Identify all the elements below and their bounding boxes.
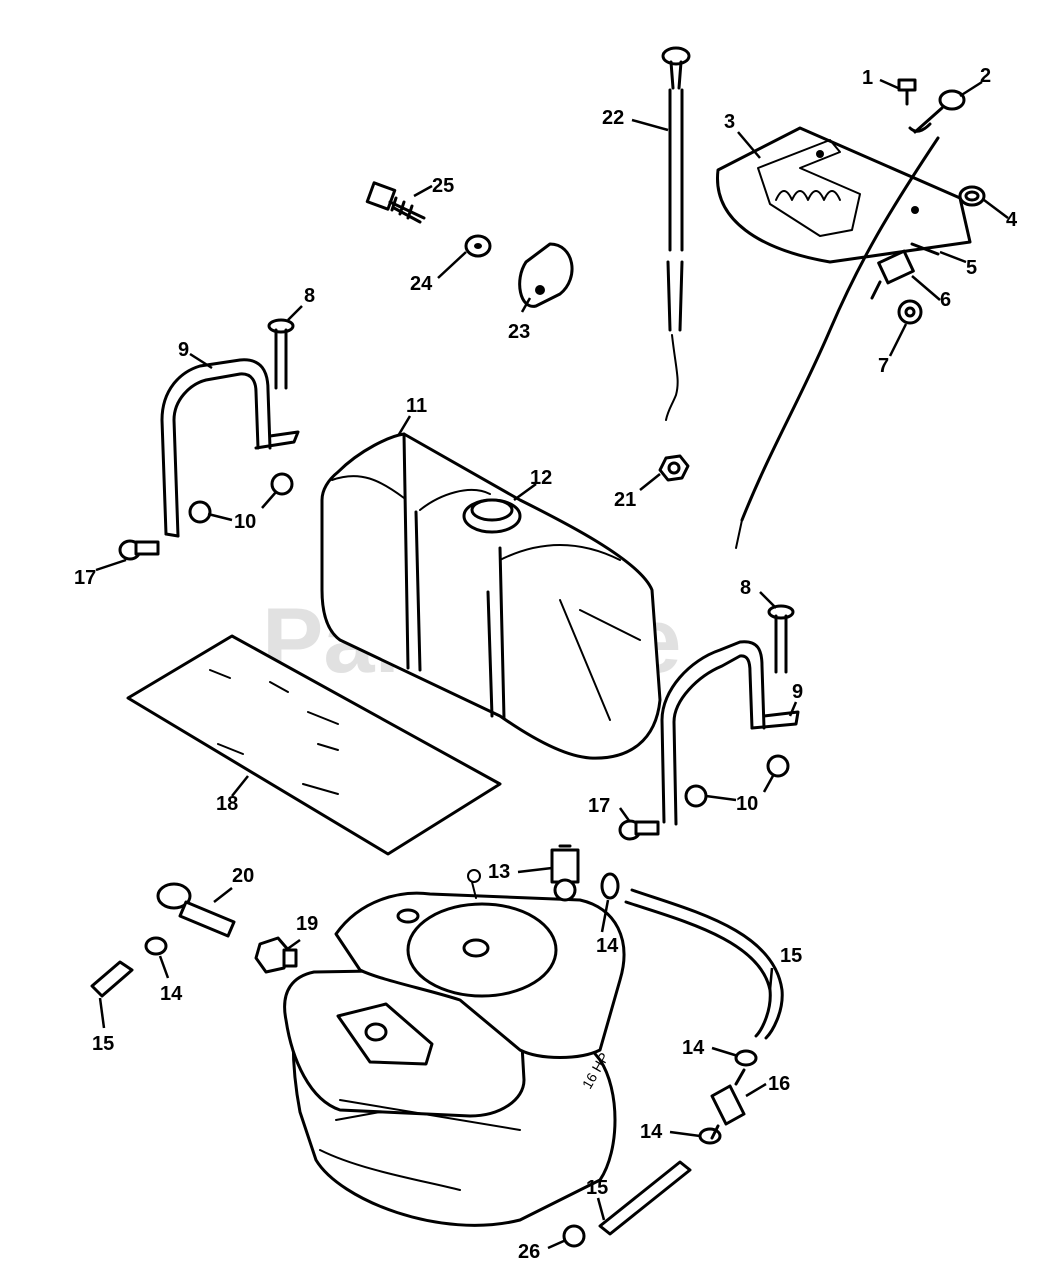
callout-19: 19 xyxy=(296,913,318,935)
throttle-cable xyxy=(735,136,940,549)
part-8-bolt-left xyxy=(267,318,295,390)
part-8-bolt-right xyxy=(767,604,795,674)
callout-3: 3 xyxy=(724,111,735,133)
callout-23: 23 xyxy=(508,321,530,343)
callout-6: 6 xyxy=(940,289,951,311)
callout-12: 12 xyxy=(530,467,552,489)
part-1-screw xyxy=(897,78,917,106)
part-19-plug xyxy=(254,936,298,974)
callout-5: 5 xyxy=(966,257,977,279)
part-9-strap-left xyxy=(160,358,300,538)
leader-lines xyxy=(95,78,1009,1250)
part-5-washer xyxy=(910,242,940,256)
part-17-bolt-left xyxy=(118,539,160,561)
part-17-bolt-right xyxy=(618,819,660,841)
callout-14-mid: 14 xyxy=(682,1037,705,1059)
part-15-fuel-line-right xyxy=(624,900,772,1038)
callout-15-right: 15 xyxy=(780,945,802,967)
callout-4: 4 xyxy=(1006,209,1018,231)
callout-14-top: 14 xyxy=(596,935,619,957)
part-20-fitting xyxy=(156,882,236,938)
callout-14-left: 14 xyxy=(160,983,183,1005)
part-16-fuel-filter xyxy=(710,1068,746,1140)
part-24-washer xyxy=(464,234,492,258)
part-26-nut xyxy=(562,1224,586,1248)
callout-9-right: 9 xyxy=(792,681,803,703)
part-2-clip xyxy=(908,89,966,134)
part-22-filler-tube xyxy=(661,46,691,421)
part-21-nut xyxy=(658,454,690,482)
callout-24: 24 xyxy=(410,273,433,295)
part-25-bolt xyxy=(365,181,426,224)
part-10-nut-left xyxy=(188,472,294,524)
callout-1: 1 xyxy=(862,67,873,89)
callout-26: 26 xyxy=(518,1241,540,1263)
callout-18: 18 xyxy=(216,793,238,815)
part-23-clamp xyxy=(518,242,574,308)
part-14-clamp-left xyxy=(144,936,168,956)
callout-9-left: 9 xyxy=(178,339,189,361)
callout-15-bottom: 15 xyxy=(586,1177,608,1199)
part-4-grommet xyxy=(958,185,986,207)
part-11-fuel-tank xyxy=(320,432,662,760)
callout-21: 21 xyxy=(614,489,636,511)
callout-10-right: 10 xyxy=(736,793,758,815)
callout-14-low: 14 xyxy=(640,1121,663,1143)
callout-17-right: 17 xyxy=(588,795,610,817)
callout-17-left: 17 xyxy=(74,567,96,589)
callout-13: 13 xyxy=(488,861,510,883)
callout-8-left: 8 xyxy=(304,285,315,307)
callout-7: 7 xyxy=(878,355,889,377)
part-6-connector xyxy=(870,249,915,300)
callout-16: 16 xyxy=(768,1073,790,1095)
callout-10-left: 10 xyxy=(234,511,256,533)
callout-11: 11 xyxy=(406,395,427,417)
callout-20: 20 xyxy=(232,865,254,887)
part-14-clamp-top xyxy=(600,872,620,900)
callout-8-right: 8 xyxy=(740,577,751,599)
part-14-clamp-mid xyxy=(734,1049,758,1067)
callout-labels: 1 2 3 4 5 6 7 8 8 9 9 10 10 11 12 13 14 … xyxy=(74,65,1018,1263)
engine: 16 HP xyxy=(283,869,626,1227)
part-15-fuel-line-left xyxy=(90,960,134,998)
part-18-pad xyxy=(126,634,502,856)
part-9-strap-right xyxy=(660,640,800,826)
part-15-fuel-line-bottom xyxy=(598,1160,692,1236)
callout-25: 25 xyxy=(432,175,454,197)
part-7-nut xyxy=(897,299,923,325)
part-13-valve xyxy=(550,844,580,902)
callout-2: 2 xyxy=(980,65,991,87)
part-15-fuel-line-right-inner xyxy=(630,888,784,1040)
part-10-nut-right xyxy=(684,754,790,808)
callout-22: 22 xyxy=(602,107,624,129)
callout-15-left: 15 xyxy=(92,1033,114,1055)
